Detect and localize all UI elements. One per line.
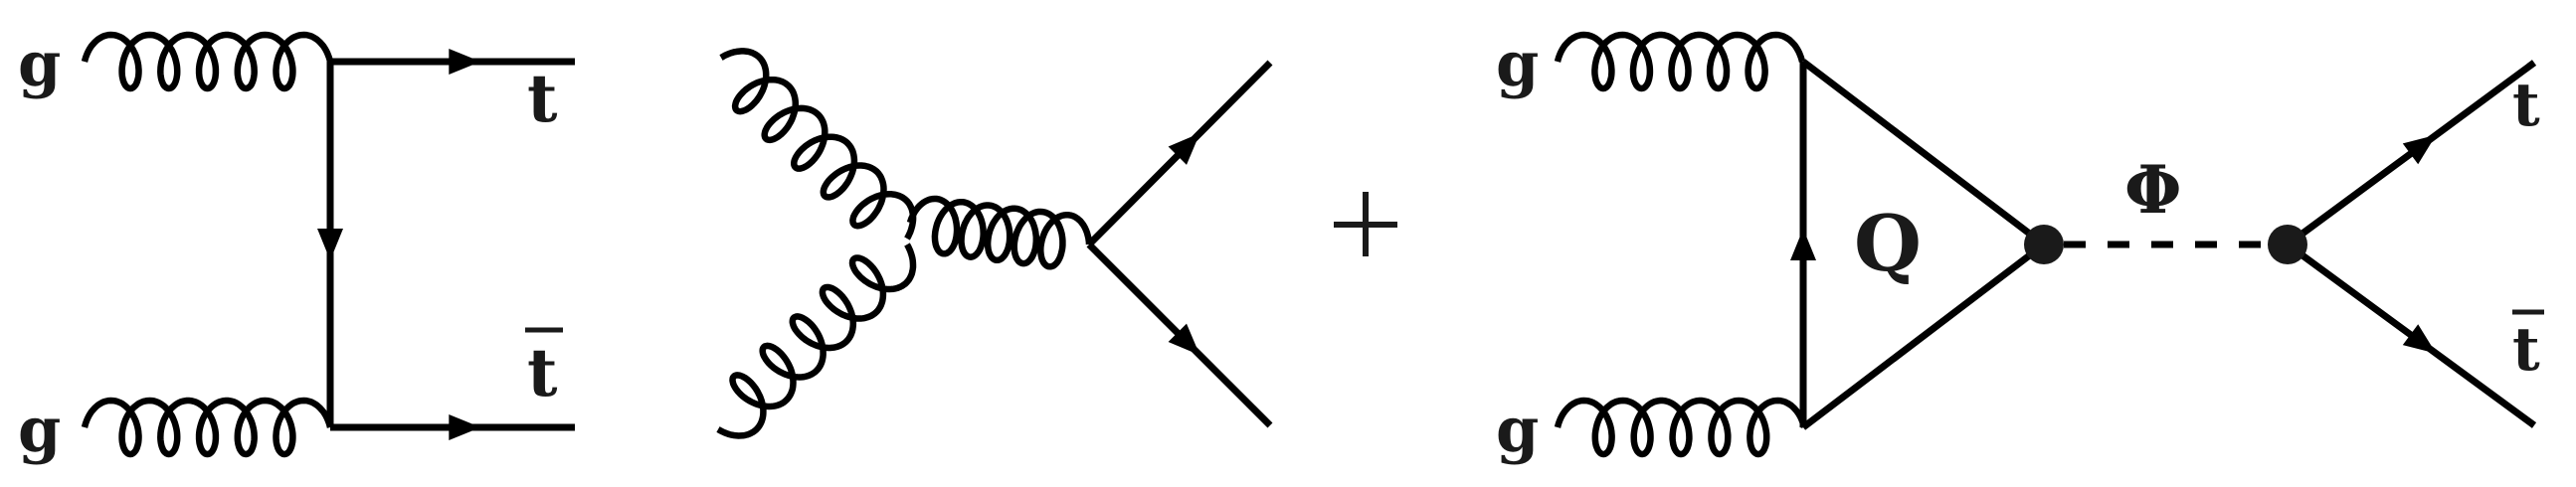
gluon-lines xyxy=(81,31,1808,458)
d1-label-top-quark: t xyxy=(527,60,558,137)
arrow-head-icon xyxy=(1790,229,1816,260)
d3-gluon-bottom xyxy=(1554,397,1808,458)
d3-gluon-top xyxy=(1554,31,1806,92)
d3-label-mediator-phi: Φ xyxy=(2124,151,2182,229)
d2-gluon-lower-left xyxy=(716,243,917,439)
d1-gluon-bottom xyxy=(81,397,334,458)
plus-sign xyxy=(1334,192,1397,256)
d1-label-gluon-top: g xyxy=(18,28,61,100)
d2-gluon-propagator xyxy=(906,195,1093,270)
d1-label-gluon-bottom: g xyxy=(18,394,61,466)
vertex-dot-icon xyxy=(2268,225,2307,264)
fermion-lines xyxy=(317,49,2537,440)
arrow-head-icon xyxy=(2402,134,2437,165)
d1-gluon-top xyxy=(81,31,334,92)
d1-label-anti-top-quark: t xyxy=(527,334,558,411)
arrow-head-icon xyxy=(317,229,343,260)
d3-label-gluon-bottom: g xyxy=(1496,394,1539,466)
vertex-dots xyxy=(2024,225,2307,264)
arrow-head-icon xyxy=(1168,133,1200,165)
arrow-head-icon xyxy=(1168,323,1200,356)
arrow-head-icon xyxy=(2402,324,2437,354)
d3-label-gluon-top: g xyxy=(1496,28,1539,100)
d3-label-top-quark: t xyxy=(2512,71,2540,140)
vertex-dot-icon xyxy=(2024,225,2064,264)
arrow-head-icon xyxy=(449,49,481,75)
d2-gluon-upper-left xyxy=(719,48,917,241)
arrow-head-icon xyxy=(449,414,481,440)
d3-loop-upper xyxy=(1800,59,2047,247)
d3-label-loop-quark: Q xyxy=(1854,199,1922,289)
d3-label-anti-top-quark: t xyxy=(2512,315,2540,385)
d3-loop-lower xyxy=(1800,242,2047,430)
